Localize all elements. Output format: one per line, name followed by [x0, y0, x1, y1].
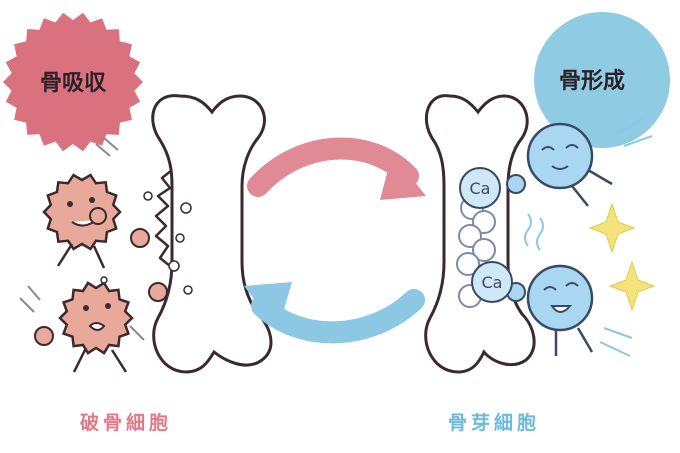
sparkle-icon [608, 260, 656, 312]
osteoclast-caption: 破骨細胞 [80, 412, 173, 434]
motion-lines [19, 137, 145, 341]
resorption-badge-label: 骨吸収 [40, 71, 107, 96]
resorption-badge: 骨吸収 [3, 12, 143, 152]
scalloped-badge-shape [3, 12, 143, 152]
osteoblast-cell-icon [506, 264, 594, 356]
formation-badge: 骨形成 [534, 12, 670, 148]
calcium-ion-icon: Ca [459, 167, 501, 209]
cycle-arrow-icon [244, 282, 425, 344]
osteoblast-cell-icon [506, 122, 613, 207]
calcium-label: Ca [470, 179, 491, 198]
bone-icon [424, 94, 536, 374]
formation-badge-label: 骨形成 [559, 69, 625, 94]
osteoblast-caption: 骨芽細胞 [448, 412, 541, 434]
sparkle-icon [588, 202, 636, 254]
formation-badge-circle [534, 12, 670, 148]
osteoclast-cell-icon [34, 281, 168, 373]
calcium-label: Ca [482, 273, 503, 292]
cycle-arrow-icon [247, 137, 426, 200]
bone-icon [151, 94, 273, 374]
osteoclast-cell-icon [42, 173, 150, 269]
calcium-ion-icon: Ca [471, 261, 513, 303]
bone-debris [100, 191, 193, 295]
energy-lines [524, 117, 653, 357]
